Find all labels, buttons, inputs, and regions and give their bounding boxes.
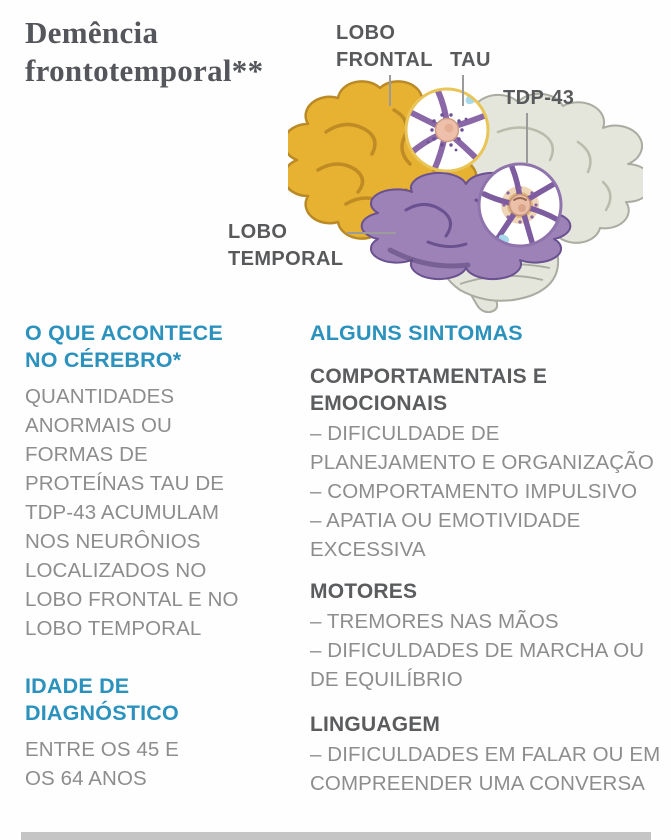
symptom-group-title: LINGUAGEM — [310, 713, 441, 736]
diagnosis-age-heading: IDADE DE DIAGNÓSTICO — [25, 674, 179, 725]
label-lobo-frontal: LOBO FRONTAL — [336, 22, 433, 71]
bottom-divider — [21, 832, 651, 840]
symptom-group-items: – TREMORES NAS MÃOS – DIFICULDADES DE MA… — [310, 610, 645, 691]
what-happens-heading: O QUE ACONTECE NO CÉREBRO* — [25, 321, 223, 372]
diagnosis-age-section: IDADE DE DIAGNÓSTICO ENTRE OS 45 E OS 64… — [25, 673, 297, 793]
symptom-group-title: MOTORES — [310, 580, 418, 603]
symptom-group-behavioral: COMPORTAMENTAIS E EMOCIONAIS – DIFICULDA… — [310, 363, 671, 564]
leader-lines — [347, 75, 528, 234]
label-tau: TAU — [450, 49, 491, 71]
symptom-group-motor: MOTORES – TREMORES NAS MÃOS – DIFICULDAD… — [310, 578, 671, 694]
symptom-group-items: – DIFICULDADES EM FALAR OU EM COMPREENDE… — [310, 743, 661, 795]
left-column: O QUE ACONTECE NO CÉREBRO* QUANTIDADES A… — [25, 320, 297, 793]
label-tdp43: TDP-43 — [503, 87, 575, 109]
diagnosis-age-body: ENTRE OS 45 E OS 64 ANOS — [25, 738, 179, 790]
symptom-group-title: COMPORTAMENTAIS E EMOCIONAIS — [310, 365, 548, 415]
symptom-group-language: LINGUAGEM – DIFICULDADES EM FALAR OU EM … — [310, 711, 671, 798]
brain-illustration — [288, 75, 643, 314]
symptom-group-items: – DIFICULDADE DE PLANEJAMENTO E ORGANIZA… — [310, 422, 654, 561]
symptoms-heading: ALGUNS SINTOMAS — [310, 321, 523, 345]
tau-inset-circle — [404, 87, 490, 173]
right-column: ALGUNS SINTOMAS COMPORTAMENTAIS E EMOCIO… — [310, 320, 671, 798]
what-happens-body: QUANTIDADES ANORMAIS OU FORMAS DE PROTEÍ… — [25, 385, 239, 640]
page-title: Demência frontotemporal** — [25, 15, 264, 88]
label-lobo-temporal: LOBO TEMPORAL — [228, 221, 344, 270]
